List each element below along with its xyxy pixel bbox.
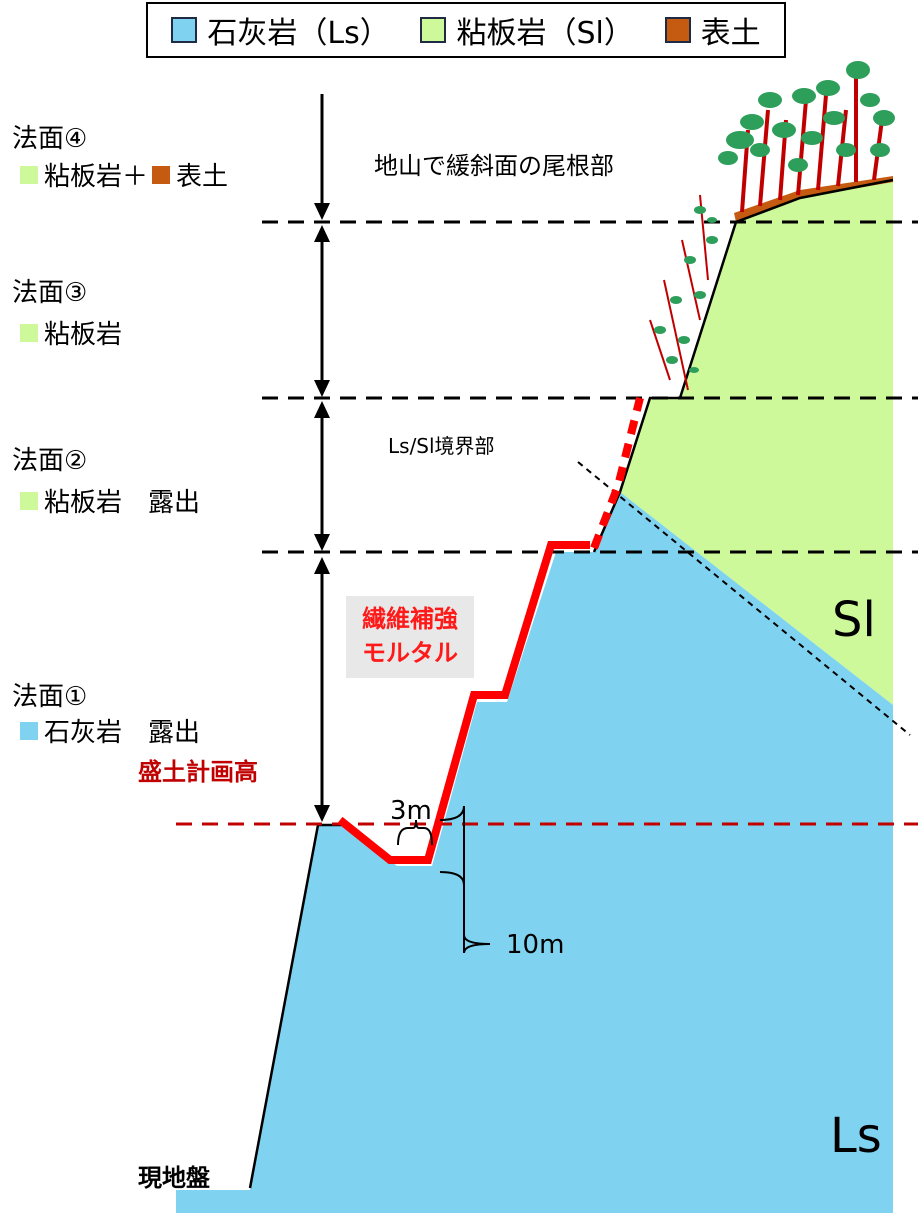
slope-1-desc: 石灰岩 露出: [20, 712, 200, 749]
ground-label: 現地盤: [138, 1164, 210, 1192]
slope-3-desc-text: 粘板岩: [44, 320, 123, 350]
trees: [718, 61, 895, 213]
limestone-layer: [176, 492, 893, 1213]
sl-region-label: Sl: [832, 592, 876, 648]
legend-item-slate: 粘板岩（Sl）: [420, 8, 634, 52]
slope-1-title: 法面①: [12, 682, 88, 712]
topsoil-swatch-icon: [664, 17, 691, 43]
fill-level-label: 盛土計画高: [138, 758, 258, 786]
ridge-note: 地山で緩斜面の尾根部: [374, 152, 614, 180]
slope-4-desc: 粘板岩＋ 表土: [20, 156, 228, 193]
slate-square-icon: [20, 323, 38, 342]
slope-4-title: 法面④: [12, 124, 88, 154]
slate-square-icon: [20, 165, 38, 184]
legend-item-topsoil: 表土: [664, 8, 761, 52]
legend: 石灰岩（Ls） 粘板岩（Sl） 表土: [146, 2, 786, 58]
slate-layer: [620, 180, 893, 705]
mortar-layer: [337, 541, 590, 864]
slope-1-desc-text: 石灰岩 露出: [44, 718, 201, 748]
shrubs: [649, 194, 718, 391]
berm-brace: [397, 819, 433, 846]
slope-4-desc-text: 粘板岩＋: [44, 162, 149, 192]
ls-region-label: Ls: [830, 1108, 882, 1164]
slope-2-desc-text: 粘板岩 露出: [44, 488, 201, 518]
mortar-dashed: [590, 397, 644, 550]
boundary-line: [577, 461, 911, 736]
legend-label-topsoil: 表土: [700, 16, 761, 51]
legend-item-limestone: 石灰岩（Ls）: [171, 8, 390, 52]
berm-width-label: 3m: [390, 796, 432, 826]
bench-height-label: 10m: [506, 930, 565, 960]
mortar-label: 繊維補強 モルタル: [346, 596, 474, 678]
limestone-square-icon: [20, 721, 38, 740]
bench-brace: [439, 805, 491, 954]
limestone-swatch-icon: [171, 17, 198, 43]
mortar-label-line1: 繊維補強: [362, 605, 458, 633]
topsoil-square-icon: [152, 165, 171, 184]
slope-2-desc: 粘板岩 露出: [20, 482, 200, 519]
slate-swatch-icon: [420, 17, 447, 43]
legend-label-slate: 粘板岩（Sl）: [456, 16, 634, 51]
height-arrows: [314, 94, 330, 822]
slope-4-desc2-text: 表土: [176, 162, 229, 192]
legend-label-limestone: 石灰岩（Ls）: [207, 16, 390, 51]
mortar-label-line2: モルタル: [362, 639, 458, 667]
slate-square-icon: [20, 491, 38, 510]
slope-3-desc: 粘板岩: [20, 314, 122, 351]
slope-2-title: 法面②: [12, 446, 88, 476]
boundary-note: Ls/Sl境界部: [388, 434, 495, 458]
slope-3-title: 法面③: [12, 278, 88, 308]
